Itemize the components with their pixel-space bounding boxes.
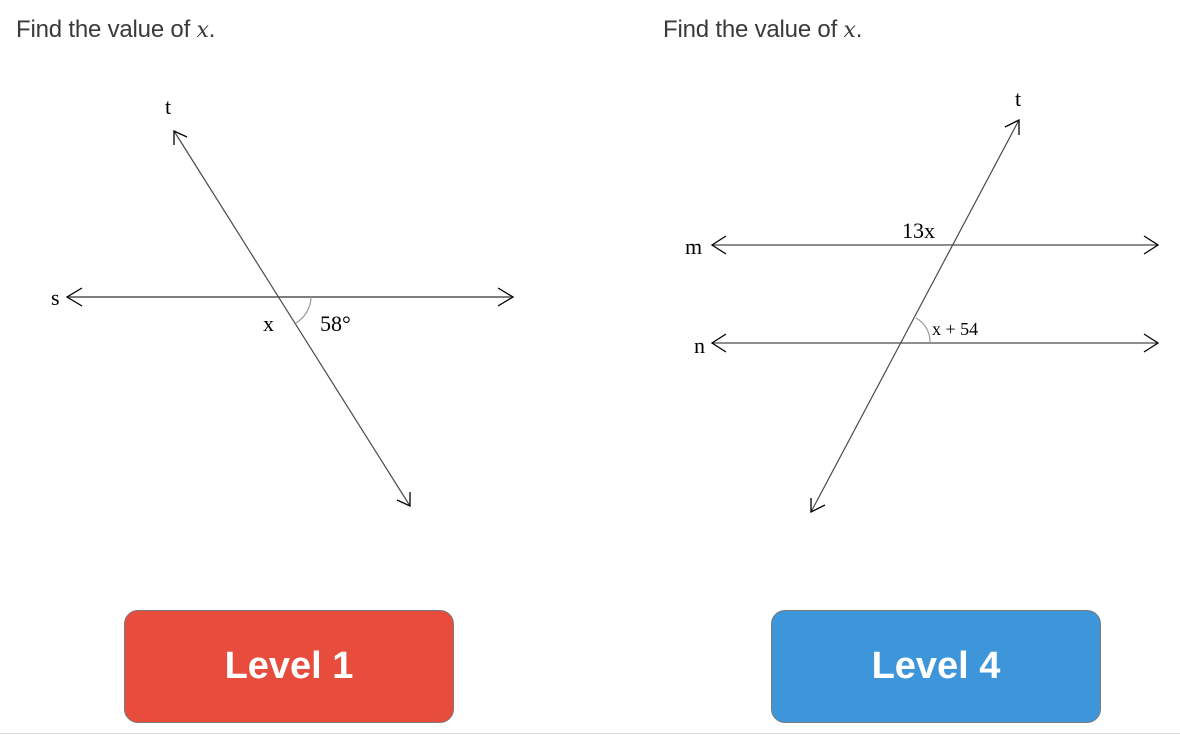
angle-diagram: t s x 58° <box>51 94 515 508</box>
line-s-right-arrowhead <box>497 287 515 307</box>
label-angle-13x: 13x <box>902 218 935 243</box>
prompt-variable: x <box>196 18 209 43</box>
transversal-t-top-arrowhead <box>173 129 188 145</box>
bottom-divider <box>0 733 1180 734</box>
transversal-t-bottom-arrowhead <box>396 492 411 508</box>
level-1-button-label: Level 1 <box>224 645 354 687</box>
angle-arc <box>295 296 312 324</box>
level-1-button[interactable]: Level 1 <box>124 610 454 723</box>
label-t: t <box>165 94 171 119</box>
problem-prompt: Find the value of x. <box>663 16 863 43</box>
transversal-t <box>173 130 411 507</box>
label-t: t <box>1015 86 1021 111</box>
label-angle-x: x <box>263 311 274 336</box>
problem-panel-level-1: Find the value of x. t s x 58° Level 1 <box>16 16 515 723</box>
line-m-right-arrowhead <box>1143 235 1160 255</box>
problem-panel-level-4: Find the value of x. t m n 13x x + 54 Le… <box>590 0 1180 736</box>
level-4-button[interactable]: Level 4 <box>771 610 1101 723</box>
label-n: n <box>694 333 705 358</box>
line-n-right-arrowhead <box>1143 333 1160 353</box>
label-angle-x-plus-54: x + 54 <box>932 319 978 339</box>
angle-arc <box>915 317 931 344</box>
transversal-t <box>810 119 1020 513</box>
line-m-left-arrowhead <box>710 235 727 255</box>
prompt-variable: x <box>843 18 856 43</box>
label-s: s <box>51 285 60 310</box>
transversal-t-top-arrowhead <box>1004 118 1020 135</box>
label-m: m <box>685 234 702 259</box>
label-angle-58: 58° <box>320 311 351 336</box>
line-n-left-arrowhead <box>710 333 727 353</box>
parallel-lines-diagram: t m n 13x x + 54 <box>685 86 1160 514</box>
transversal-t-bottom-arrowhead <box>810 498 826 514</box>
problem-prompt: Find the value of x. <box>16 16 216 43</box>
level-4-button-label: Level 4 <box>871 645 1001 687</box>
line-s-left-arrowhead <box>65 287 83 307</box>
